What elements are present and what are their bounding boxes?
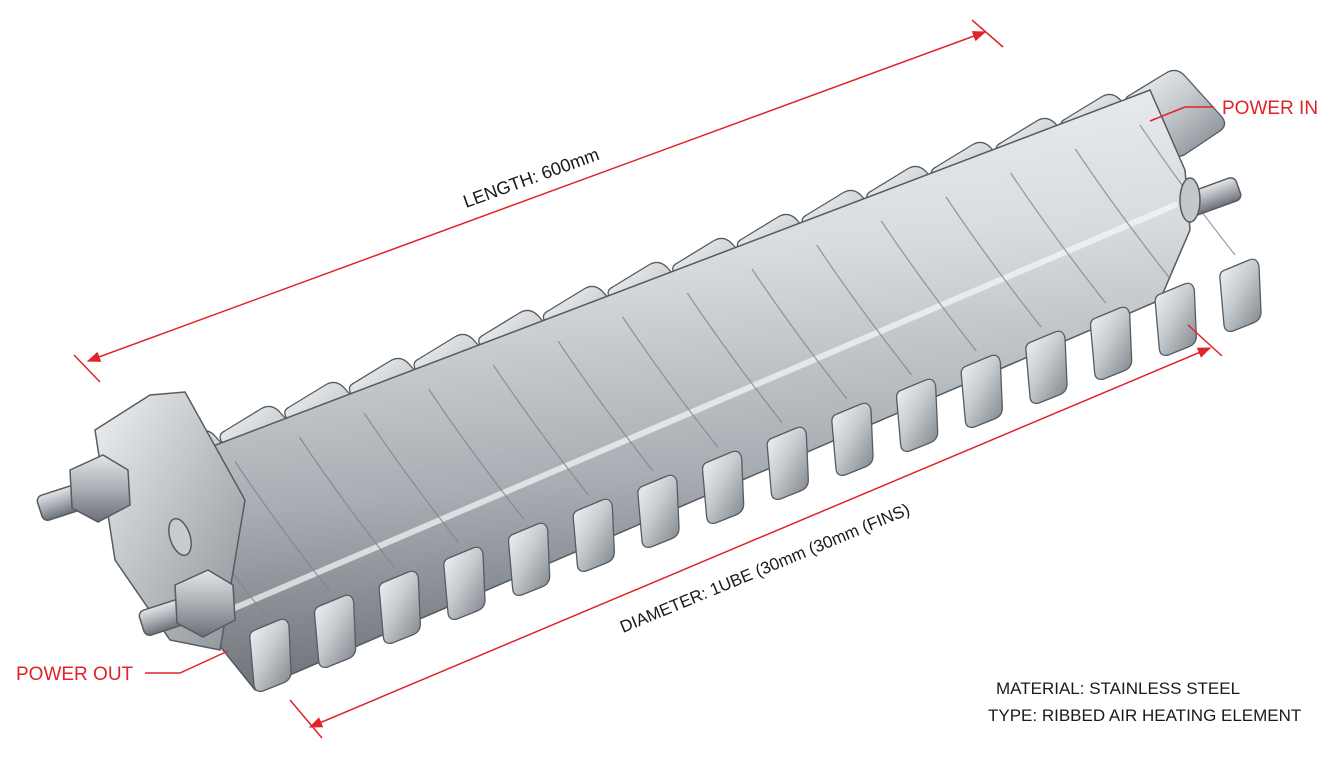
power-out-label: POWER OUT (16, 664, 134, 685)
fin-bottom (443, 546, 486, 621)
diameter-dimension (289, 324, 1223, 739)
power-in-leader (1149, 106, 1214, 122)
length-dimension (73, 19, 1004, 383)
fin-bottom (766, 426, 809, 501)
fin-bottom (960, 354, 1003, 429)
terminal-upper-left (36, 454, 131, 523)
fin-bottom (895, 378, 939, 453)
terminal-lower-left (138, 569, 236, 638)
fin-bottom (249, 618, 292, 693)
fin-rib-edge (1074, 148, 1171, 280)
fin-bottom (1025, 330, 1068, 405)
fin-rib-edge (1010, 172, 1107, 304)
fin-bottom (378, 570, 421, 645)
fin-bottom (507, 522, 551, 597)
terminal-right (1179, 177, 1242, 223)
fin-bottom (701, 450, 745, 525)
length-label: LENGTH: 600mm (461, 144, 602, 212)
fin-bottom (831, 402, 874, 477)
fin-bottom (637, 474, 680, 549)
power-in-label: POWER IN (1222, 98, 1318, 119)
material-label: MATERIAL: STAINLESS STEEL (996, 679, 1240, 698)
fin-bottom (572, 498, 615, 573)
fin-bottom (1089, 306, 1133, 381)
type-label: TYPE: RIBBED AIR HEATING ELEMENT (988, 706, 1301, 725)
fin-bottom (313, 594, 357, 669)
power-out-leader (145, 650, 229, 674)
fin-bottom (1154, 282, 1197, 357)
fin-bottom (1219, 258, 1262, 333)
